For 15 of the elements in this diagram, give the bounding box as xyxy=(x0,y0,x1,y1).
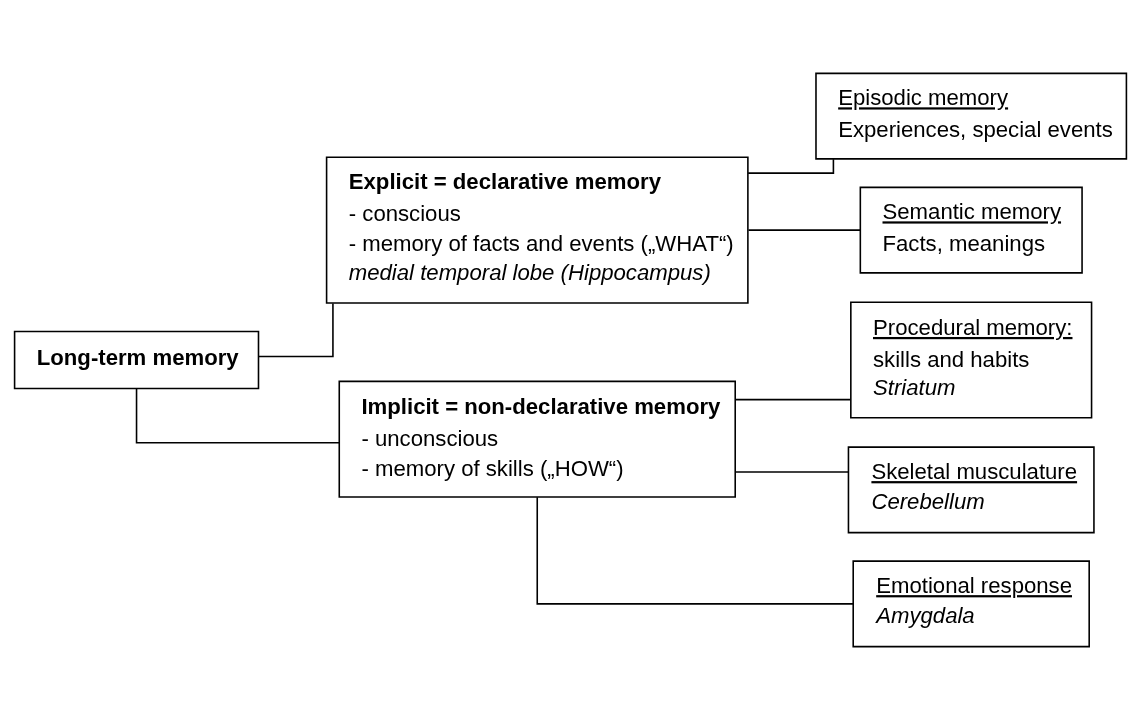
node-box: Skeletal musculature Cerebellum xyxy=(847,446,1095,534)
node-box: Semantic memory Facts, meanings xyxy=(859,186,1083,274)
connector xyxy=(747,158,835,174)
node-box: Emotional response Amygdala xyxy=(852,560,1090,648)
connector xyxy=(747,229,861,231)
connector xyxy=(536,496,854,605)
node-box: Implicit = non-declarative memory - unconscious - memory of skills („HOW“) xyxy=(338,380,736,498)
node-box: Explicit = declarative memory - conscious - memory of facts and events („WHAT“) medial temporal lobe (Hippocampus) xyxy=(325,156,749,304)
node-box: Procedural memory: skills and habits Striatum xyxy=(850,301,1093,419)
connector xyxy=(735,398,852,401)
connector xyxy=(735,471,850,473)
node-box: Long-term memory xyxy=(13,330,260,390)
node-box: Episodic memory Experiences, special events xyxy=(815,72,1128,160)
connector xyxy=(135,388,341,444)
connector xyxy=(257,302,334,358)
